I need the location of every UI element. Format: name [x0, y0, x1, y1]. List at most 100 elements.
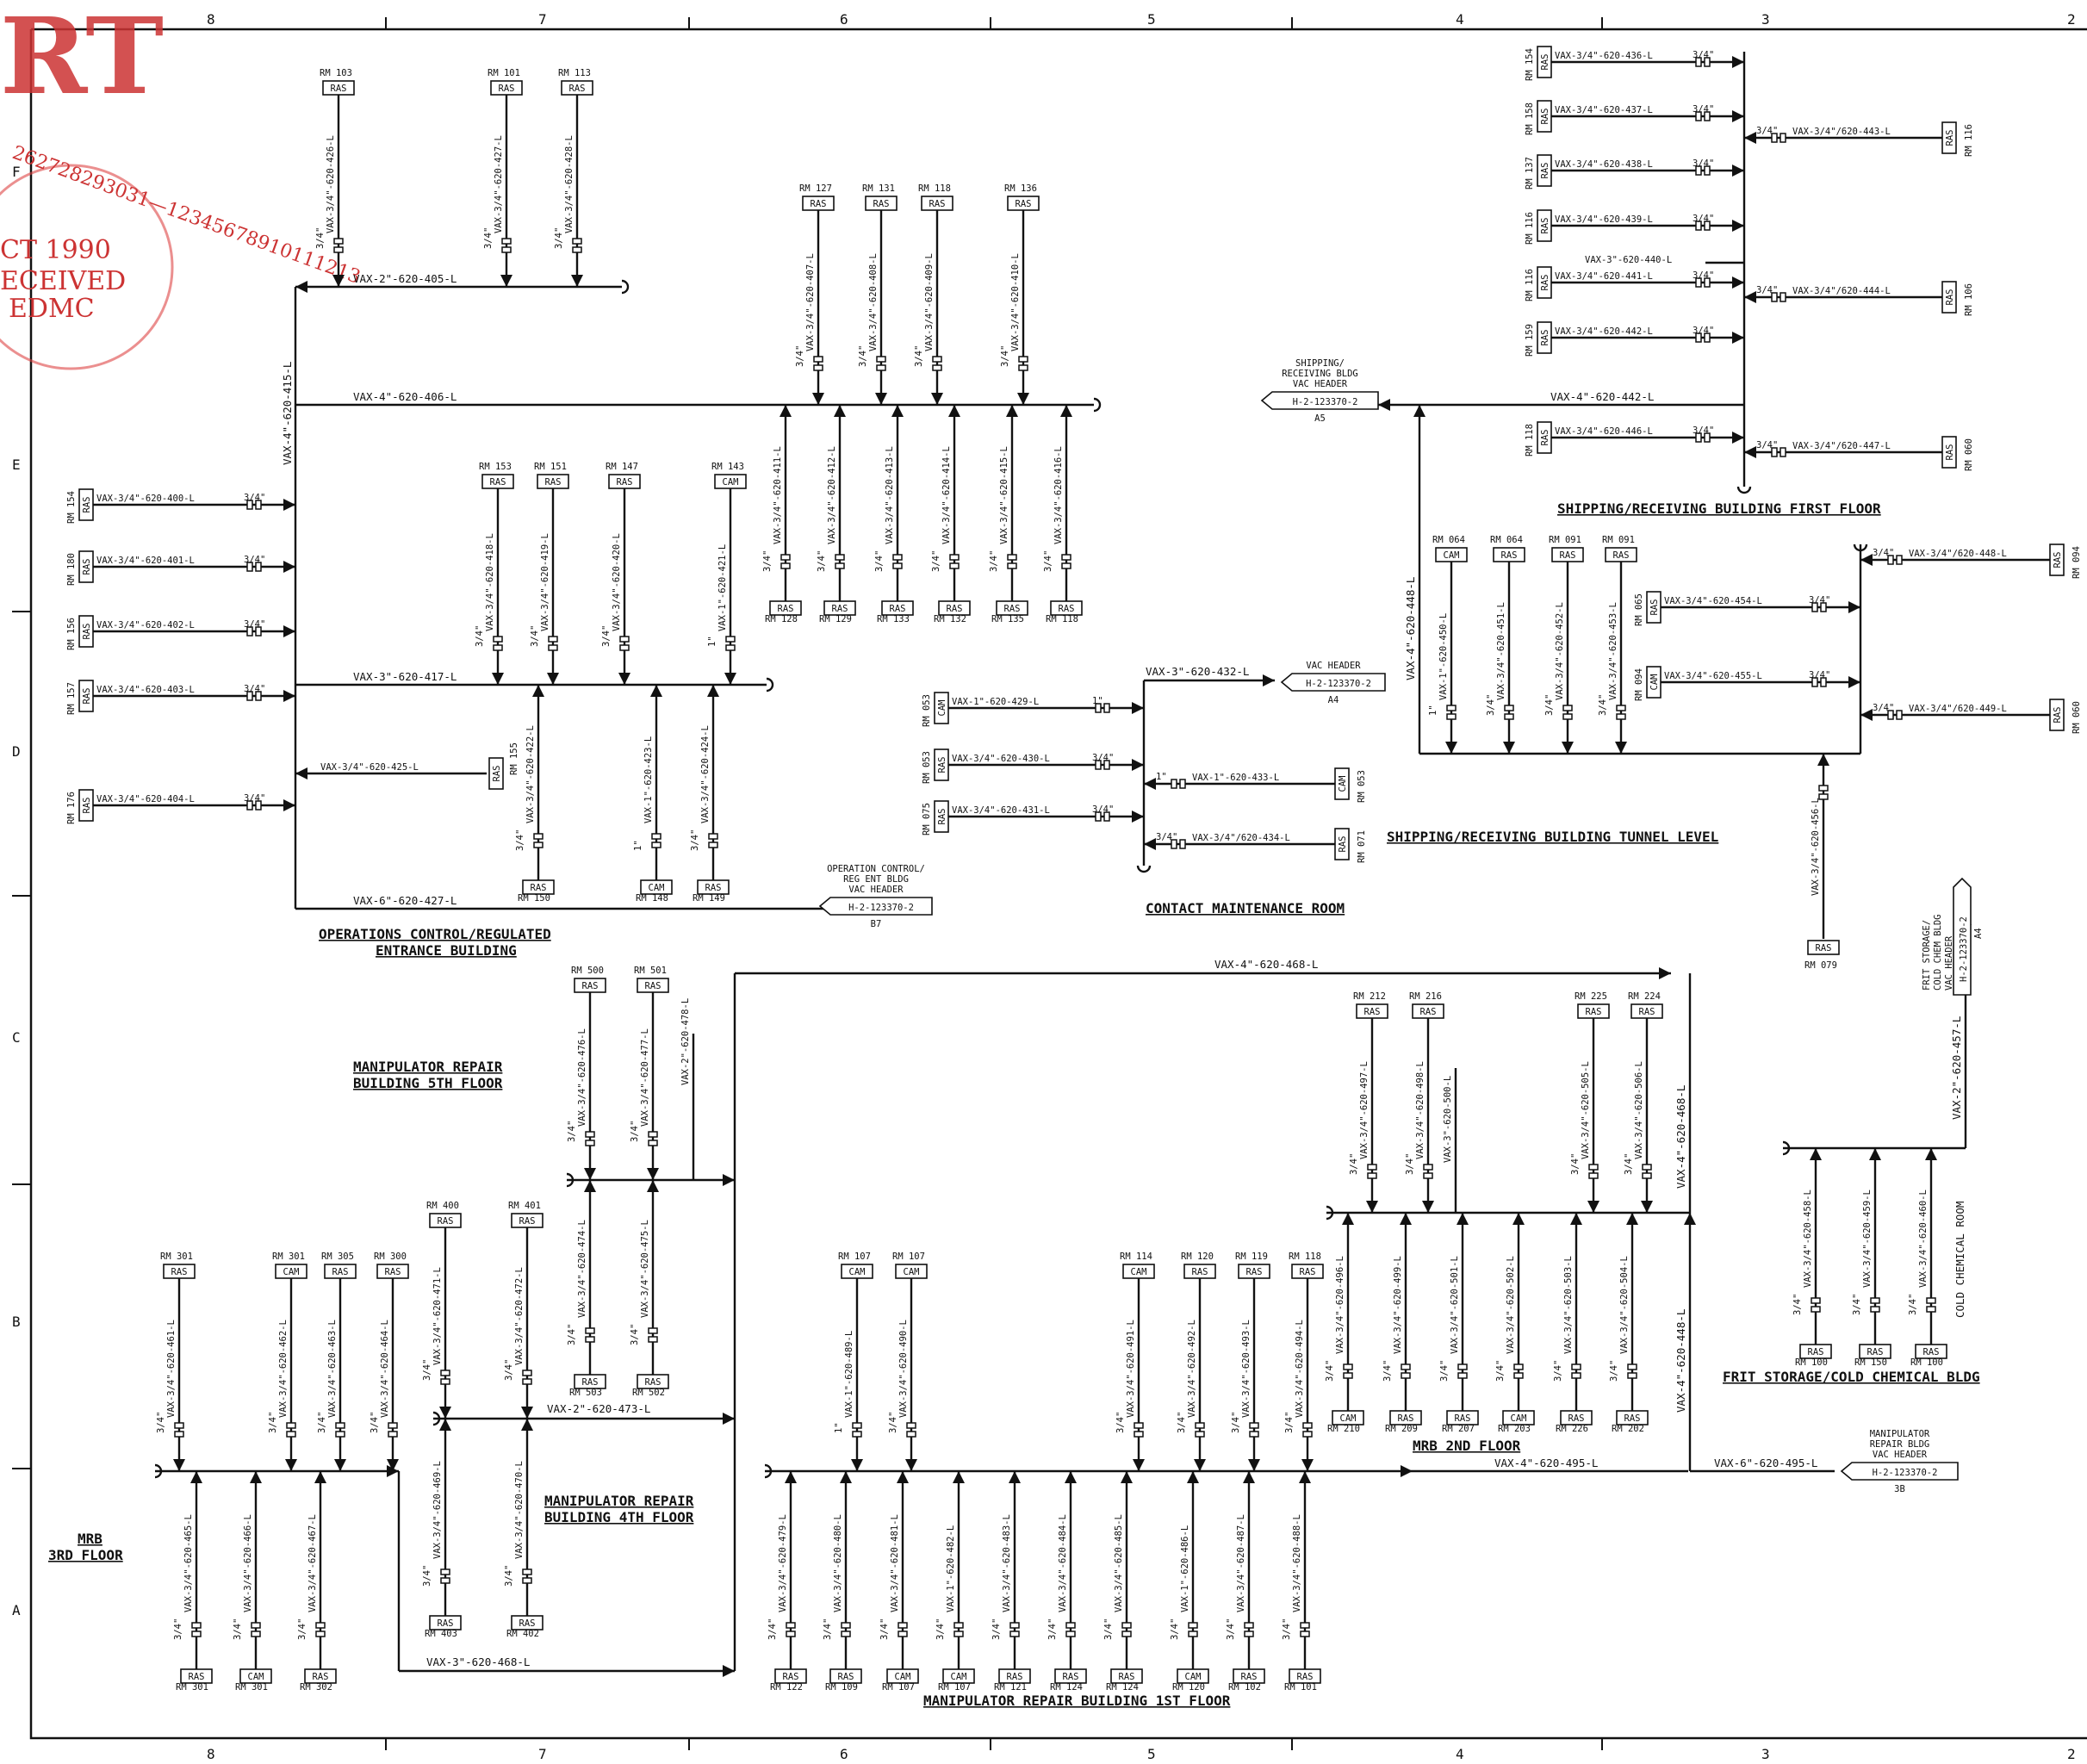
- equipment-tag: RAS: [1063, 1672, 1079, 1682]
- pipe-label: VAX-3/4"-620-490-L: [898, 1320, 909, 1418]
- room-label: RM 154: [1525, 48, 1535, 81]
- pipe-label: VAX-3/4"-620-419-L: [540, 533, 550, 631]
- equipment-tag: RAS: [645, 981, 662, 991]
- equipment-tag: RAS: [82, 798, 92, 814]
- tag-box: [522, 879, 555, 895]
- valve-symbol: [1171, 839, 1177, 849]
- flow-arrow: [1562, 742, 1574, 754]
- room-label: RM 400: [426, 1201, 459, 1211]
- equipment-tag: RAS: [1455, 1413, 1471, 1424]
- valve-symbol: [1249, 1422, 1259, 1429]
- pipe-label: VAX-3/4"-620-476-L: [577, 1028, 587, 1127]
- valve-symbol: [1616, 713, 1626, 720]
- flow-arrow: [618, 673, 630, 685]
- room-label: RM 150: [1854, 1357, 1887, 1368]
- pipe-label: VAX-3/4"-620-488-L: [1292, 1514, 1302, 1612]
- valve-symbol: [1302, 1431, 1313, 1438]
- equipment-tag: RAS: [1501, 550, 1518, 561]
- tag-box: [1616, 1410, 1649, 1425]
- tag-box: [637, 1374, 669, 1389]
- tag-box: [1291, 1264, 1324, 1279]
- tag-box: [942, 1668, 975, 1684]
- size-label: 3/4": [1693, 158, 1714, 169]
- valve-symbol: [835, 554, 845, 561]
- tag-box: [1537, 421, 1552, 454]
- size-label: 3/4": [515, 829, 525, 851]
- title-mr5-1: MANIPULATOR REPAIR: [353, 1059, 503, 1075]
- valve-symbol: [522, 1568, 532, 1575]
- flow-arrow: [1144, 778, 1156, 790]
- tag-box: [78, 789, 94, 822]
- size-label: 3/4": [1809, 595, 1830, 606]
- pipe-label: VAX-3/4"-620-452-L: [1555, 602, 1565, 700]
- pipe-label: VAX-3/4"-620-431-L: [952, 805, 1050, 816]
- pipe-label: VAX-3/4"-620-426-L: [326, 135, 336, 233]
- pipe-label: VAX-3/4"-620-430-L: [952, 754, 1050, 764]
- flow-arrow: [875, 393, 887, 405]
- tag-box: [1551, 547, 1584, 562]
- equipment-tag: CAM: [1131, 1267, 1147, 1277]
- room-label: RM 119: [1235, 1252, 1268, 1262]
- room-label: RM 053: [922, 751, 932, 784]
- tag-box: [275, 1264, 307, 1279]
- valve-symbol: [1188, 1622, 1198, 1629]
- equipment-tag: RAS: [1540, 330, 1550, 346]
- room-label: RM 065: [1634, 593, 1644, 626]
- pipe-label: VAX-3/4"-620-420-L: [612, 533, 622, 631]
- valve-symbol: [1171, 779, 1177, 789]
- pipe-label: VAX-3/4"-620-469-L: [432, 1461, 443, 1559]
- flow-arrow: [1187, 1471, 1199, 1483]
- pipe-label: VAX-3/4"-620-446-L: [1555, 426, 1653, 437]
- flow-arrow: [1848, 676, 1860, 688]
- pipe-label: VAX-3/4"-620-491-L: [1126, 1320, 1136, 1418]
- pipe-label: VAX-3/4"-620-401-L: [96, 556, 195, 566]
- valve-symbol: [1704, 332, 1711, 343]
- size-label: 3/4": [244, 619, 265, 630]
- valve-symbol: [335, 1431, 345, 1438]
- valve-symbol: [1061, 554, 1071, 561]
- header-label: SHIPPING/: [1295, 358, 1345, 369]
- room-label: RM 157: [66, 682, 77, 715]
- size-label: 3/4": [935, 1618, 946, 1640]
- pipe-cap: [1136, 865, 1152, 873]
- valve-symbol: [1771, 292, 1778, 302]
- room-label: RM 071: [1357, 830, 1367, 863]
- pipe-label: VAX-1"-620-482-L: [946, 1525, 956, 1612]
- valve-symbol: [619, 644, 630, 651]
- room-label: RM 143: [711, 462, 744, 472]
- size-label: 3/4": [1231, 1412, 1241, 1433]
- size-label: 3/4": [858, 345, 868, 367]
- flow-arrow: [283, 799, 295, 811]
- valve-symbol: [1704, 432, 1711, 443]
- pipe-label: VAX-3/4"/620-448-L: [1909, 549, 2007, 559]
- pipe-label: VAX-1"-620-421-L: [717, 544, 728, 631]
- zone-bottom: 3: [1761, 1746, 1770, 1762]
- tag-box: [769, 600, 802, 616]
- tag-box: [1941, 281, 1957, 314]
- flow-arrow: [1065, 1471, 1077, 1483]
- pipe-label: VAX-3/4"-620-458-L: [1803, 1189, 1813, 1288]
- room-label: RM 124: [1106, 1682, 1139, 1693]
- flow-arrow: [521, 1419, 533, 1431]
- pipe-label: VAX-1"-620-486-L: [1180, 1525, 1190, 1612]
- tag-box: [608, 474, 641, 489]
- pipe-label: VAX-3/4"-620-407-L: [805, 253, 816, 351]
- size-label: 3/4": [1544, 694, 1555, 716]
- equipment-tag: CAM: [1338, 776, 1348, 792]
- valve-symbol: [1195, 1431, 1205, 1438]
- line-label: VAX-4"-620-448-L: [1674, 1309, 1687, 1413]
- valve-symbol: [1007, 562, 1017, 569]
- valve-symbol: [876, 364, 886, 371]
- size-label: 3/4": [874, 550, 885, 572]
- size-label: 1": [1428, 705, 1438, 716]
- tag-box: [180, 1668, 213, 1684]
- equipment-tag: RAS: [937, 809, 947, 825]
- equipment-tag: RAS: [438, 1216, 454, 1227]
- equipment-tag: RAS: [519, 1618, 536, 1629]
- valve-symbol: [1695, 57, 1702, 67]
- flow-arrow: [1342, 1213, 1354, 1225]
- size-label: 3/4": [1382, 1360, 1393, 1382]
- valve-symbol: [1457, 1372, 1468, 1379]
- line-label: VAX-3"-620-417-L: [353, 670, 457, 683]
- valve-symbol: [246, 562, 253, 572]
